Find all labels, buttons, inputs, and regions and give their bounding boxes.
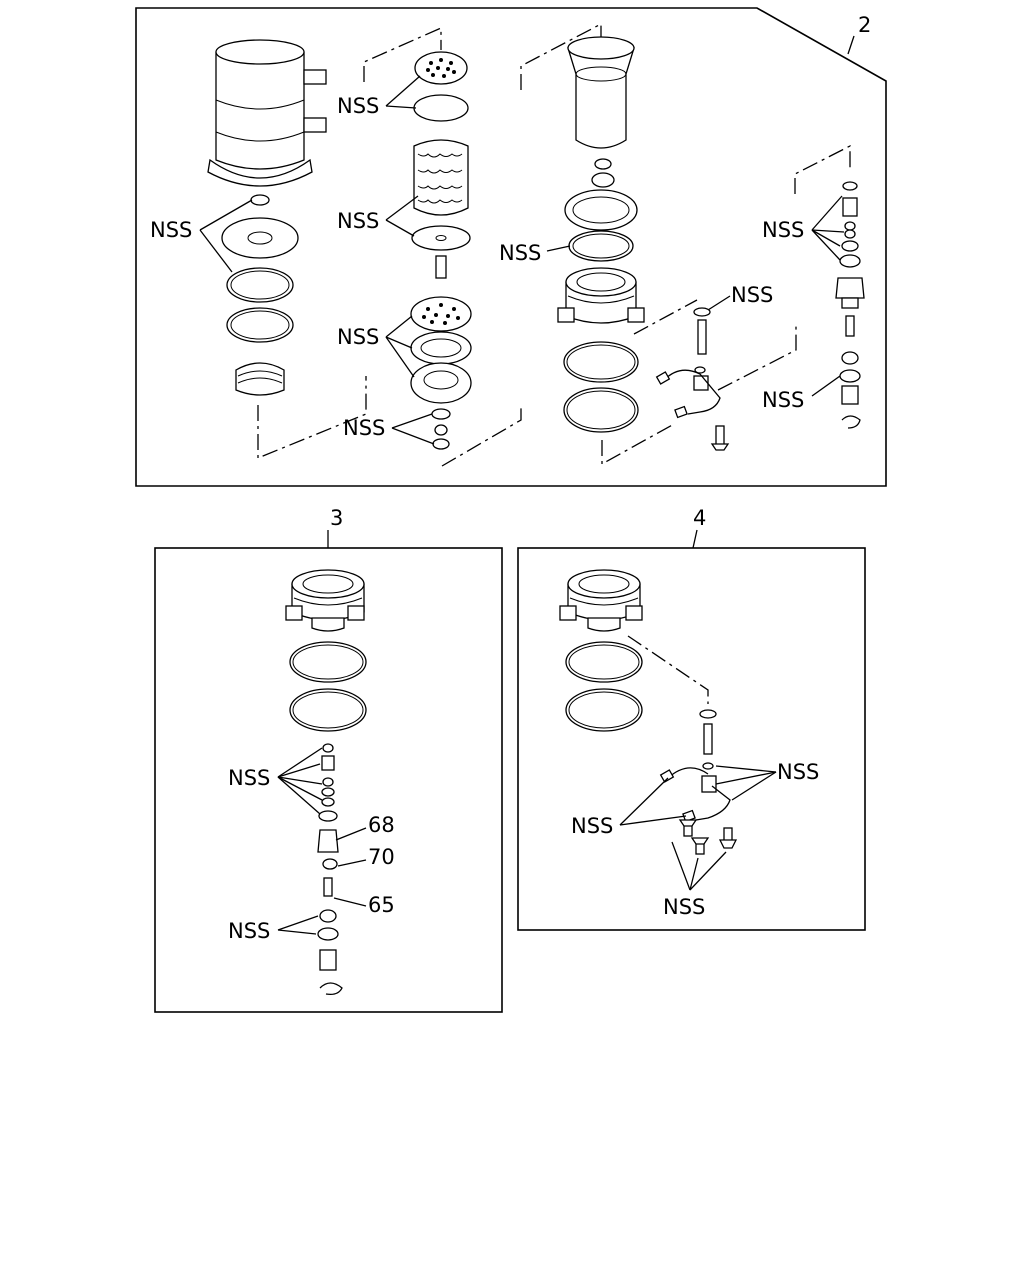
nss-label: NSS <box>343 416 385 440</box>
callout-65: 65 <box>333 893 395 917</box>
reference-line-b <box>363 27 442 82</box>
reference-line-c <box>441 404 522 467</box>
nss-label: NSS <box>337 325 379 349</box>
nss-callout-f: NSS <box>499 241 571 265</box>
nss-label: NSS <box>337 94 379 118</box>
nss-callout-d: NSS <box>337 315 415 378</box>
valve-stack <box>317 743 343 996</box>
filter-housing <box>207 39 327 187</box>
fitting-stack <box>794 144 865 429</box>
nss-label: NSS <box>731 283 773 307</box>
housing-cover-assembly <box>221 194 299 396</box>
heater-wiring-assembly <box>655 307 797 451</box>
panel-2-number: 2 <box>858 13 871 37</box>
part-number-70: 70 <box>368 845 395 869</box>
reference-line-e <box>601 423 675 466</box>
panel-4-frame <box>517 547 866 931</box>
panel-4: 4 <box>517 506 866 931</box>
panel-2-frame <box>135 7 887 487</box>
filter-head <box>559 569 643 632</box>
nss-callout-b: NSS <box>337 75 421 118</box>
part-65 <box>323 877 333 897</box>
reference-line-f <box>627 635 709 704</box>
nss-label: NSS <box>571 814 613 838</box>
nss-label: NSS <box>150 218 192 242</box>
part-number-68: 68 <box>368 813 395 837</box>
part-68 <box>317 829 339 853</box>
nss-callout-g: NSS <box>707 283 773 311</box>
nss-label: NSS <box>337 209 379 233</box>
callout-68: 68 <box>335 813 395 841</box>
panel-3: 3 <box>154 506 503 1013</box>
filter-head <box>285 569 365 632</box>
nss-callout-c: NSS <box>337 195 419 237</box>
nss-label: NSS <box>228 766 270 790</box>
nss-label: NSS <box>663 895 705 919</box>
nss-callout-m: NSS <box>571 777 687 838</box>
filter-head-assembly <box>557 158 645 433</box>
nss-callout-j: NSS <box>228 747 323 815</box>
panel-2-number-leader <box>847 35 855 55</box>
panel-4-number-leader <box>692 529 698 549</box>
nss-callout-h: NSS <box>762 195 845 261</box>
callout-70: 70 <box>337 845 395 869</box>
heater-wiring-assembly <box>659 709 738 855</box>
part-number-65: 65 <box>368 893 395 917</box>
seal-rings <box>565 641 643 732</box>
filter-element-stack <box>410 51 472 450</box>
panel-2: 2 NSS <box>135 7 887 487</box>
nss-label: NSS <box>228 919 270 943</box>
reference-line-d <box>633 299 698 335</box>
nss-callout-a: NSS <box>150 199 253 273</box>
nss-label: NSS <box>762 218 804 242</box>
seal-rings <box>289 641 367 732</box>
nss-callout-e: NSS <box>343 413 435 445</box>
filter-bowl <box>520 22 635 149</box>
nss-callout-k: NSS <box>228 915 319 943</box>
panel-3-number: 3 <box>330 506 343 530</box>
panel-4-number: 4 <box>693 506 706 530</box>
nss-callout-l: NSS <box>715 760 819 801</box>
nss-label: NSS <box>762 388 804 412</box>
nss-callout-i: NSS <box>762 375 841 412</box>
nss-callout-n: NSS <box>663 841 727 919</box>
reference-line-a <box>257 376 367 459</box>
nss-label: NSS <box>499 241 541 265</box>
part-70 <box>322 858 338 870</box>
nss-label: NSS <box>777 760 819 784</box>
